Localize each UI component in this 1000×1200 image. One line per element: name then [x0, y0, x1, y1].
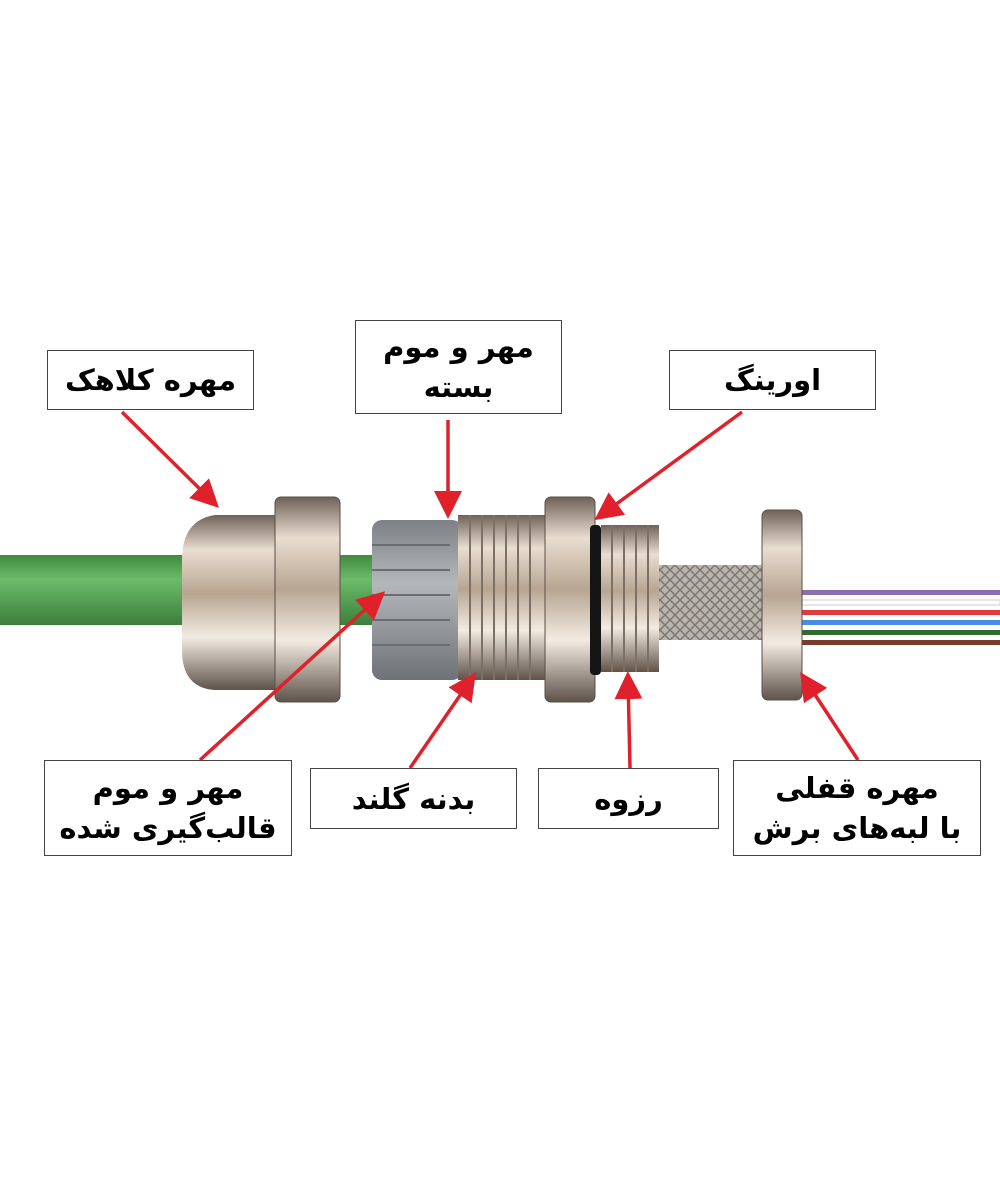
gland-body-thread	[458, 515, 548, 680]
label-closed-seal: مهر و موم بسته	[355, 320, 562, 414]
label-gland-body: بدنه گلند	[310, 768, 517, 829]
label-line: مهر و موم	[383, 330, 534, 364]
o-ring	[590, 525, 601, 675]
label-line: بدنه گلند	[351, 781, 476, 816]
label-line: با لبه‌های برش	[752, 811, 962, 845]
seal-insert	[372, 520, 462, 680]
label-lock-nut: مهره قفلی با لبه‌های برش	[733, 760, 981, 856]
label-line: رزوه	[594, 781, 663, 816]
label-cap-nut: مهره کلاهک	[47, 350, 254, 410]
label-line: مهر و موم	[92, 771, 244, 805]
arrow-cap-nut	[120, 410, 219, 508]
label-line: مهره کلاهک	[64, 363, 237, 397]
label-line: اورینگ	[723, 363, 822, 397]
label-molded-seal: مهر و موم قالب‌گیری شده	[44, 760, 292, 856]
arrow-thread	[614, 671, 643, 769]
arrow-molded-seal	[198, 591, 386, 762]
lock-nut	[761, 509, 803, 701]
label-o-ring: اورینگ	[669, 350, 876, 410]
label-line: بسته	[423, 370, 494, 404]
entry-thread	[601, 525, 659, 672]
wires	[779, 590, 1000, 645]
arrows	[120, 410, 860, 769]
cap-nut-hex	[274, 496, 341, 703]
label-thread: رزوه	[538, 768, 719, 829]
label-line: قالب‌گیری شده	[59, 811, 277, 845]
label-line: مهره قفلی	[775, 771, 939, 805]
arrow-gland-body	[408, 672, 476, 769]
arrow-o-ring	[594, 410, 744, 521]
cap-nut-dome	[182, 515, 290, 690]
gland-body-hex	[544, 496, 596, 703]
arrow-lock-nut	[800, 672, 860, 761]
